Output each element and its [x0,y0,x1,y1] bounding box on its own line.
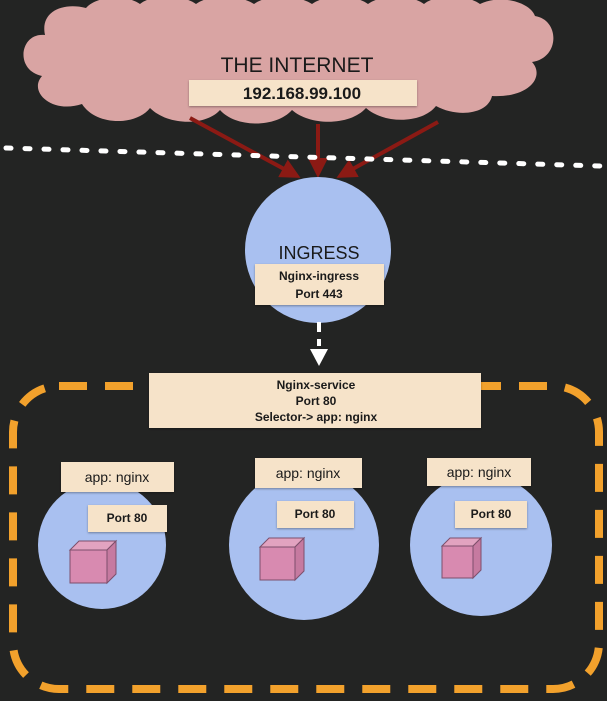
pod-2: app: nginx Port 80 [229,458,379,620]
ingress-title: INGRESS [278,243,359,263]
internet-cloud: THE INTERNET 192.168.99.100 [23,0,554,124]
pod-port-box [88,505,167,532]
nginx-service: Nginx-service Port 80 Selector-> app: ng… [149,373,481,428]
container-cube-icon [258,536,306,582]
arrow-left [189,116,301,178]
pod-label-box [61,462,174,492]
service-selector: Selector-> app: nginx [255,410,378,424]
pod-port-box [455,501,527,528]
arrow-right [336,120,439,178]
ingress-to-service-arrow [310,322,328,366]
internet-ip: 192.168.99.100 [243,84,361,103]
pod-3: app: nginx Port 80 [410,458,552,616]
ingress-node: INGRESS Nginx-ingress Port 443 [245,177,391,323]
dashed-arrow-head [310,349,328,366]
ingress-info-box [255,264,384,305]
pod-port-box [277,501,354,528]
internet-title: THE INTERNET [221,54,374,77]
ip-label-box [189,80,417,106]
pod-port: Port 80 [471,507,512,521]
pod-port: Port 80 [107,511,148,525]
ingress-name: Nginx-ingress [279,269,359,283]
pod-1: app: nginx Port 80 [38,462,174,609]
container-cube-icon [68,539,118,585]
service-box [149,373,481,428]
pod-label-box [255,458,362,488]
network-boundary-dotted-line [3,145,603,169]
container-cube-icon [440,536,483,580]
ingress-port: Port 443 [295,287,343,301]
pod-port: Port 80 [295,507,336,521]
pod-label: app: nginx [276,465,341,481]
pod-label: app: nginx [85,469,150,485]
internet-to-ingress-arrows [189,116,439,178]
service-port: Port 80 [296,394,337,408]
pod-label: app: nginx [447,464,512,480]
service-name: Nginx-service [277,378,356,392]
pod-label-box [427,458,531,486]
